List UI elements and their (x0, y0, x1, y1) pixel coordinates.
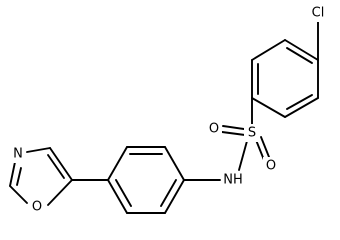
molecule-canvas: Cl S O O NH N O (9, 4, 331, 216)
phenyl-ring (107, 146, 185, 214)
bond (284, 39, 319, 61)
double-bond-inner (115, 179, 132, 207)
amine-nh-label: NH (223, 173, 243, 188)
bond (9, 161, 16, 187)
bond (164, 179, 185, 214)
double-bond-inner (286, 47, 313, 64)
structure-diagram: Cl S O O NH N O (9, 4, 331, 216)
bond-s-n (238, 140, 248, 171)
bond (164, 146, 185, 181)
oxygen-top-label: O (209, 122, 219, 137)
oxazole-oxygen-label: O (32, 200, 42, 215)
double-bond-inner (286, 94, 313, 110)
bond (284, 97, 319, 118)
double-bond-s-o (222, 125, 245, 130)
double-bond-s-o (260, 136, 270, 158)
double-bond-s-o (255, 139, 265, 161)
bond (9, 185, 28, 204)
bond (251, 39, 286, 61)
oxazole-ring (9, 147, 73, 206)
double-bond-s-o (221, 131, 246, 136)
bond (251, 97, 286, 118)
bond (107, 179, 128, 214)
atom-labels: Cl S O O NH N O (10, 4, 331, 216)
double-bond-inner (160, 179, 177, 207)
chlorophenyl-ring (251, 39, 319, 118)
bond (49, 147, 73, 181)
double-bond-inner (47, 154, 65, 179)
chlorine-label: Cl (312, 6, 325, 21)
oxazole-nitrogen-label: N (13, 147, 23, 162)
bond (107, 146, 128, 181)
double-bond-inner (16, 167, 22, 186)
bond (47, 179, 73, 206)
oxygen-right-label: O (266, 159, 276, 174)
sulfur-label: S (248, 126, 256, 141)
bond (26, 147, 51, 153)
